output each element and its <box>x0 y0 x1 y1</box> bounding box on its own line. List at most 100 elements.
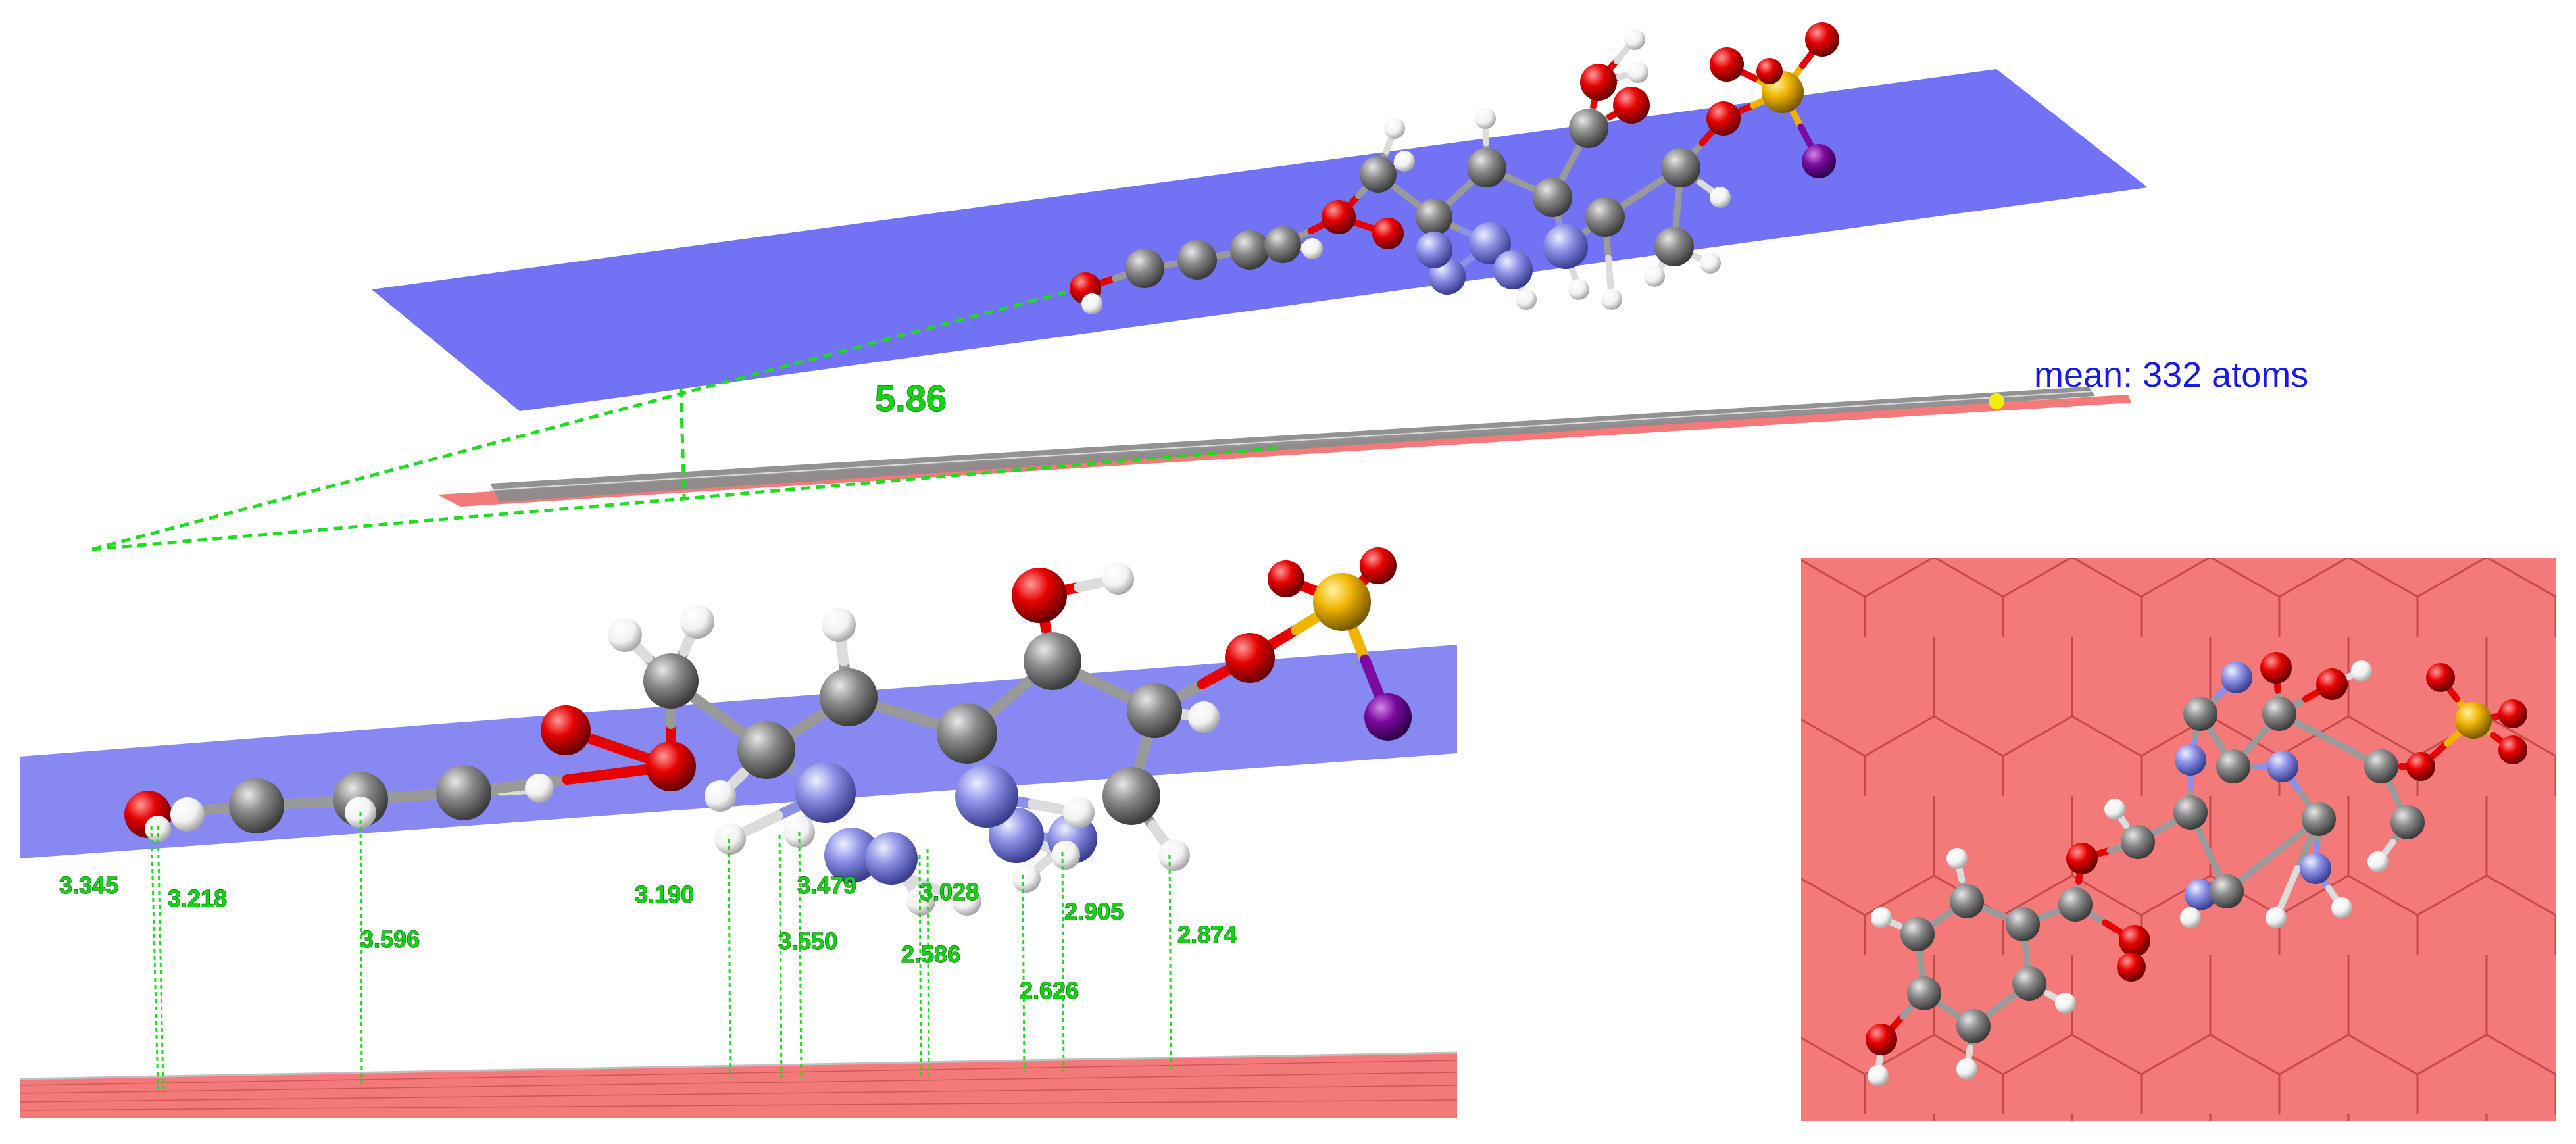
carbon-atom <box>1125 249 1164 288</box>
hydrogen-atom <box>608 618 642 652</box>
oxygen-atom <box>1805 22 1839 57</box>
distance-label: 3.596 <box>360 926 420 953</box>
carbon-atom <box>643 653 699 709</box>
distance-labels: 3.345 3.218 3.596 3.190 3.479 3.550 3.02… <box>59 871 1237 1004</box>
carbon-atom <box>1956 1009 1991 1043</box>
oxygen-atom <box>646 741 696 791</box>
oxygen-atom <box>1012 568 1067 623</box>
oxygen-atom <box>1866 1024 1897 1055</box>
carbon-atom <box>1467 148 1506 187</box>
hydrogen-atom <box>1188 701 1220 733</box>
nitrogen-atom <box>2175 744 2206 776</box>
hydrogen-atom <box>1081 293 1102 314</box>
nitrogen-atom <box>795 762 856 823</box>
distance-label: 3.479 <box>797 872 856 899</box>
hydrogen-atom <box>1601 289 1622 310</box>
oxygen-atom <box>541 705 591 755</box>
hydrogen-atom <box>714 823 746 855</box>
carbon-atom <box>2173 795 2208 830</box>
nitrogen-atom <box>1493 250 1533 289</box>
carbon-atom <box>2302 802 2336 836</box>
hydrogen-atom <box>1644 266 1665 287</box>
hydrogen-atom <box>2331 897 2352 918</box>
mean-atoms-label: mean: 332 atoms <box>2034 355 2308 395</box>
angle-guide-lines <box>91 287 1283 551</box>
carbon-atom <box>229 778 284 833</box>
oxygen-atom <box>2426 663 2455 692</box>
hydrogen-atom <box>1475 108 1496 129</box>
hydrogen-atom <box>2180 907 2201 928</box>
nitrogen-atom <box>1543 224 1588 269</box>
mean-point-marker <box>1989 393 2004 409</box>
hydrogen-atom <box>2367 851 2389 872</box>
top-surface-gray <box>490 387 2095 502</box>
carbon-atom <box>2262 697 2296 731</box>
hydrogen-atom <box>1700 253 1721 274</box>
oxygen-atom <box>1372 218 1404 249</box>
carbon-atom <box>1360 156 1397 193</box>
hydrogen-atom <box>170 797 205 832</box>
hydrogen-atom <box>1158 839 1190 871</box>
sulfur-atom <box>2455 702 2492 739</box>
oxygen-atom <box>1268 560 1304 597</box>
hydrogen-atom <box>1627 62 1648 83</box>
carbon-atom <box>2216 749 2250 783</box>
hydrogen-atom <box>1102 563 1134 595</box>
carbon-atom <box>2006 907 2040 941</box>
distance-label: 3.218 <box>168 885 227 912</box>
oxygen-atom <box>1756 58 1783 84</box>
hydrogen-atom <box>1051 841 1080 870</box>
nitrogen-atom <box>1469 222 1511 264</box>
nitrogen-atom <box>824 828 879 883</box>
carbon-atom <box>1661 148 1700 187</box>
carbon-atom <box>1177 240 1217 280</box>
hydrogen-atom <box>2104 799 2125 820</box>
hydrogen-atom <box>1946 848 1968 869</box>
carbon-atom <box>1024 632 1081 690</box>
oxygen-atom <box>2260 652 2292 684</box>
oxygen-atom <box>2406 752 2435 781</box>
hydrogen-atom <box>1384 118 1405 139</box>
nitrogen-atom <box>865 832 918 885</box>
carbon-atom <box>1585 197 1625 237</box>
nitrogen-atom <box>2185 879 2216 910</box>
carbon-atom <box>2390 805 2425 839</box>
hydrogen-atom <box>1012 864 1041 893</box>
distance-label: 2.626 <box>1020 977 1079 1004</box>
hydrogen-atom <box>680 605 714 639</box>
hydrogen-atom <box>1871 907 1892 928</box>
oxygen-atom <box>1360 547 1397 584</box>
top-surface-red <box>437 395 2131 507</box>
hydrogen-atom <box>1710 187 1731 208</box>
oxygen-atom <box>2316 668 2348 700</box>
oxygen-atom <box>2498 735 2527 764</box>
hydrogen-atom <box>822 608 856 642</box>
carbon-atom <box>2012 966 2046 1001</box>
carbon-atom <box>1533 178 1572 217</box>
distance-label: 3.028 <box>920 878 979 905</box>
hydrogen-atom <box>1394 151 1415 172</box>
hydrogen-atom <box>2055 993 2076 1014</box>
hydrogen-atom <box>1624 29 1645 50</box>
oxygen-atom <box>2117 953 2146 982</box>
hydrogen-atom <box>1868 1065 1889 1086</box>
side-view: 3.345 3.218 3.596 3.190 3.479 3.550 3.02… <box>19 547 1458 1118</box>
carbon-atom <box>1569 109 1608 148</box>
oxygen-atom <box>1322 200 1356 234</box>
hydrogen-atom <box>1956 1058 1977 1080</box>
surface-grid <box>19 1060 1458 1111</box>
sulfur-atom <box>1313 573 1371 631</box>
nitrogen-atom <box>955 764 1018 828</box>
inset-molecule <box>1866 652 2527 1086</box>
oxygen-atom <box>1225 633 1275 683</box>
top-view <box>91 22 2148 551</box>
oxygen-atom <box>1710 47 1744 82</box>
distance-label: 2.586 <box>901 941 960 968</box>
iodine-atom <box>1364 693 1412 741</box>
carbon-atom <box>1654 227 1694 266</box>
hydrogen-atom <box>2351 660 2372 682</box>
carbon-atom <box>1127 683 1182 738</box>
oxygen-atom <box>2066 843 2098 874</box>
carbon-atom <box>1950 884 1984 918</box>
